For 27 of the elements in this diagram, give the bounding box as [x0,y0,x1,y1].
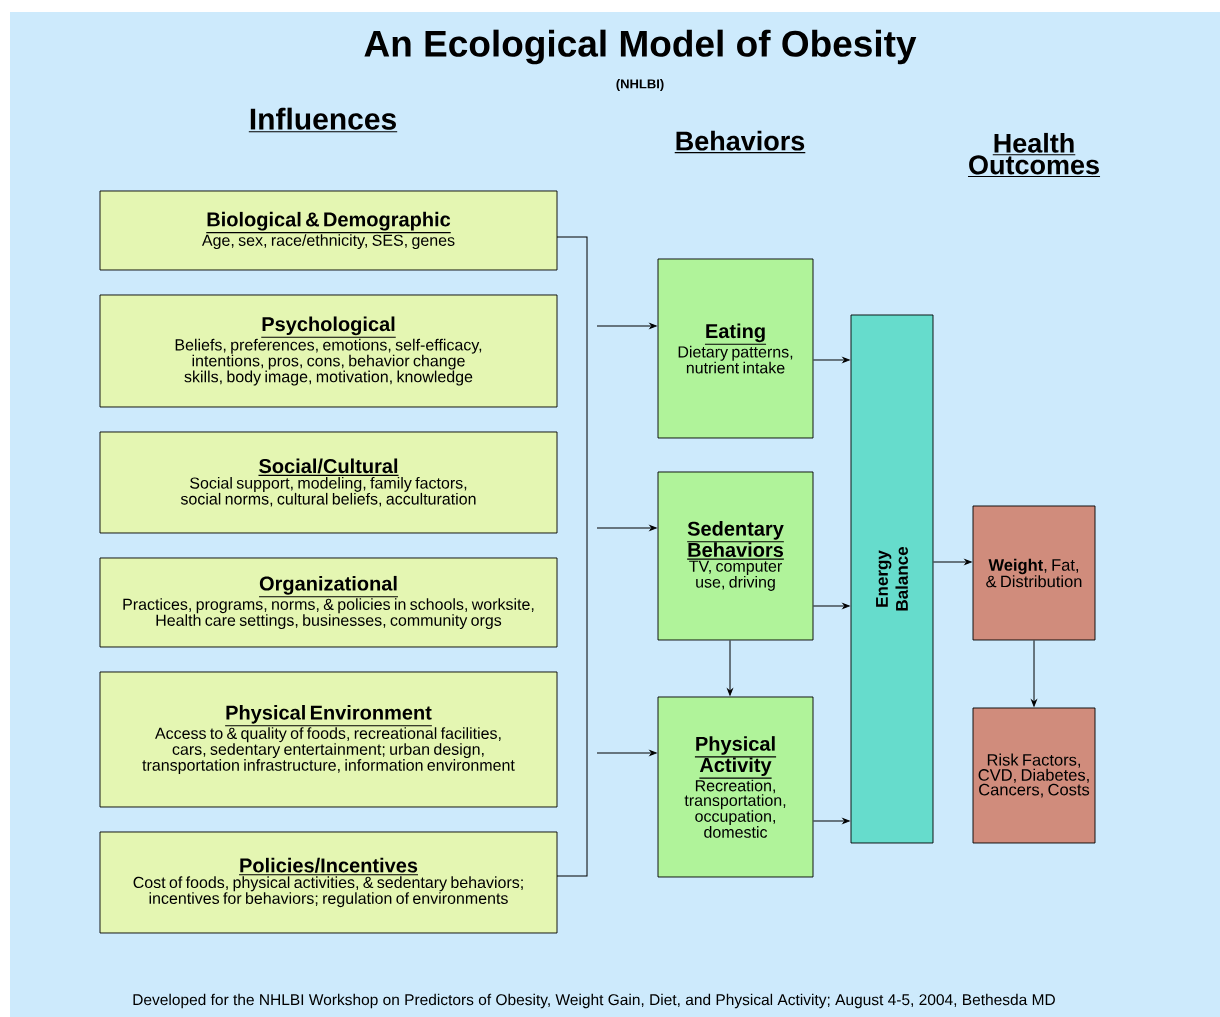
behavior-box: Eating Dietary patterns, nutrient intake [657,258,814,439]
arrow [932,559,972,565]
caption: Developed for the NHLBI Workshop on Predictors of Obesity, Weight Gain, Diet, and Physical Activity; August 4-5, 2004, Bethesda MD [133,993,1055,1009]
arrow [727,639,733,696]
influence-box: Policies/Incentives Cost of foods, physical activities, & sedentary behaviors; incentives for behaviors; regulation of environments [99,831,558,934]
behavior-box: Physical Activity Recreation, transportation, occupation, domestic [657,696,814,878]
behavior-box: Sedentary Behaviors TV, computer use, driving [657,471,814,641]
column-heading: Influences [248,107,398,133]
subtitle: (NHLBI) [616,78,664,92]
column-heading: Health Outcomes [967,132,1101,178]
energy-balance-bar: Energy Balance [850,314,934,844]
influence-box: Social/Cultural Social support, modeling, family factors, social norms, cultural beliefs, acculturation [99,431,558,534]
arrow [812,603,850,609]
outcome-box: Weight, Fat, & Distribution [972,505,1096,641]
influence-box: Physical Environment Access to & quality of foods, recreational facilities, cars, sedentary entertainment; urban design, transportation infrastructure, information environment [99,671,558,808]
arrow [812,357,850,363]
title: An Ecological Model of Obesity [364,29,917,65]
outcome-box: Risk Factors, CVD, Diabetes, Cancers, Costs [972,707,1096,844]
arrow [1031,639,1037,707]
arrow [596,525,657,531]
influence-box: Biological & Demographic Age, sex, race/ethnicity, SES, genes [99,190,558,271]
influence-box: Psychological Beliefs, preferences, emotions, self-efficacy, intentions, pros, cons, behavior change skills, body image, motivation, knowledge [99,294,558,408]
arrow [596,750,657,756]
influence-box: Organizational Practices, programs, norms, & policies in schools, worksite, Health care settings, businesses, community orgs [99,557,558,648]
column-heading: Behaviors [674,130,806,154]
arrow [812,818,850,824]
arrow [596,323,657,329]
